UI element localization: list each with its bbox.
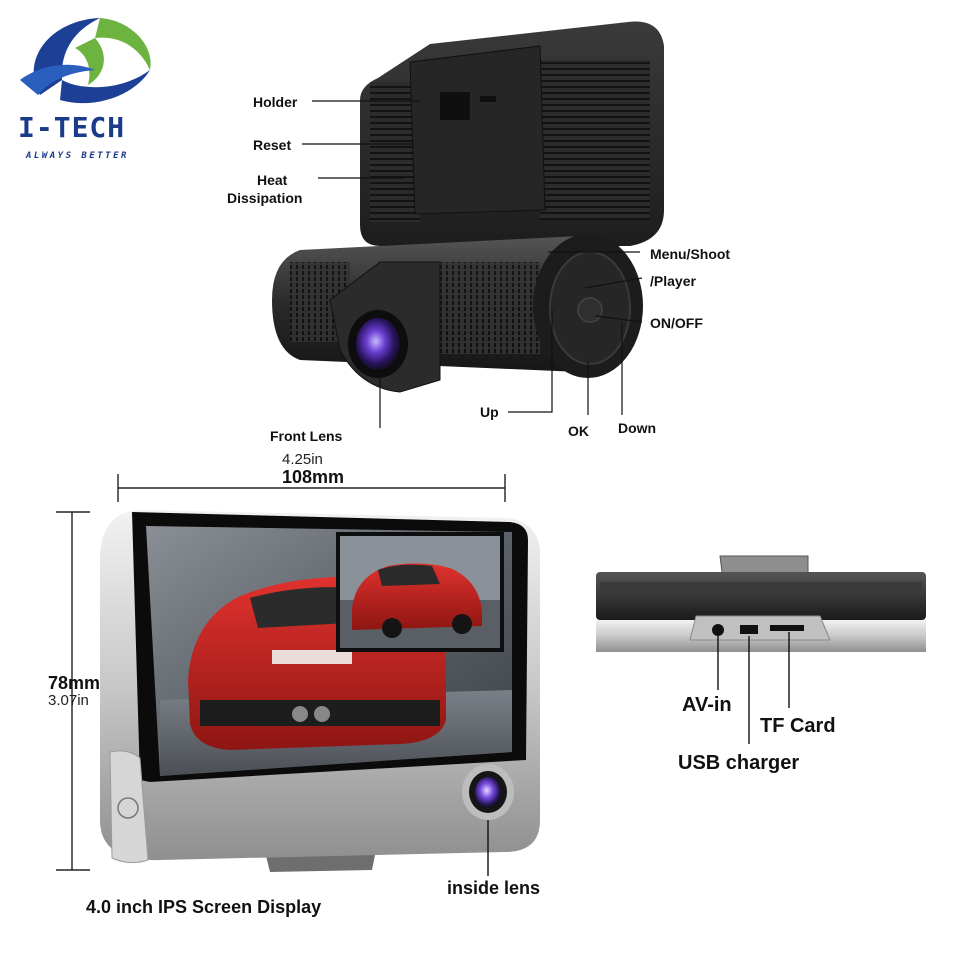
label-down: Down <box>618 420 657 436</box>
inside-lens-label: inside lens <box>447 878 541 898</box>
label-holder: Holder <box>253 94 298 110</box>
label-up: Up <box>480 404 499 420</box>
label-av-in: AV-in <box>682 694 732 716</box>
logo-emblem-icon <box>20 18 151 104</box>
label-player: /Player <box>650 273 696 289</box>
label-front-lens: Front Lens <box>270 428 343 444</box>
label-tf-card: TF Card <box>760 715 836 737</box>
brand-logo: I-TECH ALWAYS BETTER <box>0 0 180 170</box>
label-menu-shoot: Menu/Shoot <box>650 246 731 262</box>
height-mm: 78mm <box>48 673 101 693</box>
label-reset: Reset <box>253 137 292 153</box>
label-heat: Heat <box>257 172 288 188</box>
label-on-off: ON/OFF <box>650 315 703 331</box>
width-mm: 108mm <box>282 467 345 487</box>
height-inches: 3.07in <box>48 692 89 709</box>
label-ok: OK <box>568 423 589 439</box>
label-dissipation: Dissipation <box>227 190 303 206</box>
width-inches: 4.25in <box>282 451 323 468</box>
logo-tagline: ALWAYS BETTER <box>26 151 129 161</box>
logo-brand-text: I-TECH <box>18 111 126 144</box>
label-usb-charger: USB charger <box>678 752 800 774</box>
screen-caption: 4.0 inch IPS Screen Display <box>86 897 322 917</box>
